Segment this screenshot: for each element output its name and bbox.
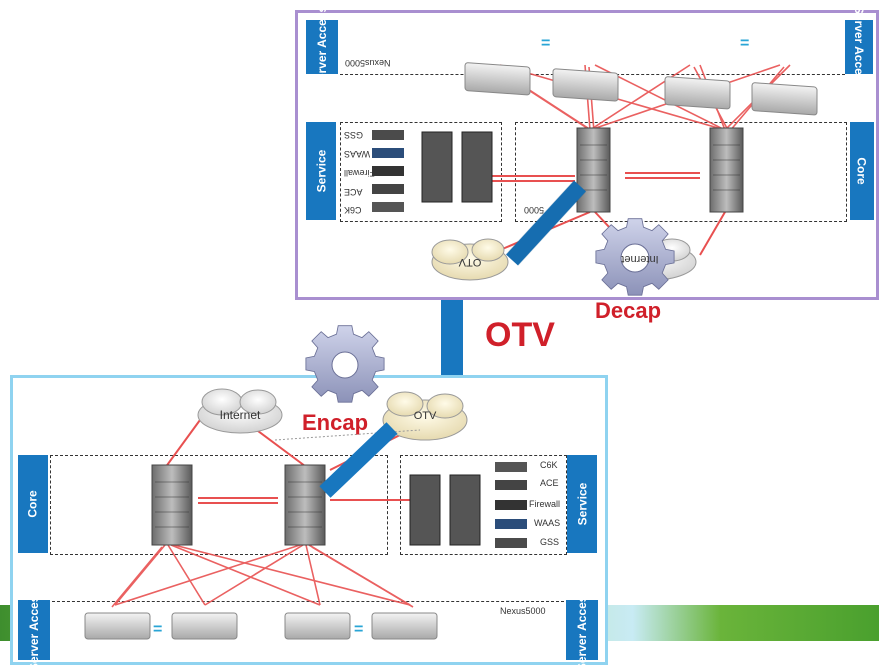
bottom-core-chassis bbox=[151, 464, 326, 546]
bottom-core-box bbox=[50, 455, 388, 555]
switch-icon bbox=[464, 62, 531, 96]
chassis-icon bbox=[576, 127, 611, 213]
top-server-access-left: Server Access bbox=[306, 6, 338, 88]
decap-label: Decap bbox=[595, 298, 662, 323]
switch-icon bbox=[371, 612, 438, 640]
bottom-server-access-left: Server Access bbox=[18, 589, 50, 671]
bottom-service-label: Service bbox=[567, 455, 597, 553]
top-core-chassis bbox=[576, 127, 744, 213]
bottom-access-dashline bbox=[52, 601, 564, 602]
svg-text:=: = bbox=[740, 35, 749, 52]
switch-icon bbox=[84, 612, 151, 640]
top-internet-cloud-label: Internet bbox=[621, 253, 658, 265]
chassis-icon bbox=[709, 127, 744, 213]
top-service-box bbox=[340, 122, 502, 222]
top-core-box bbox=[515, 122, 847, 222]
cloud-icon bbox=[431, 238, 509, 281]
switch-icon bbox=[171, 612, 238, 640]
top-otv-diagonal bbox=[506, 180, 586, 266]
bottom-service-item-0: C6K bbox=[540, 460, 558, 470]
top-server-access-right: Server Access bbox=[845, 6, 873, 88]
top-service-label: Service bbox=[306, 122, 336, 220]
switch-icon bbox=[284, 612, 351, 640]
top-access-links bbox=[489, 64, 791, 133]
chassis-icon bbox=[284, 464, 326, 546]
otv-link-vertical bbox=[441, 298, 463, 378]
bottom-service-servers bbox=[409, 462, 527, 548]
bottom-internet-cloud-label: Internet bbox=[220, 408, 261, 422]
switch-icon bbox=[751, 82, 818, 116]
switch-icon bbox=[664, 76, 731, 110]
bottom-service-item-1: ACE bbox=[540, 478, 559, 488]
gear-icon bbox=[305, 325, 385, 403]
bottom-service-box bbox=[400, 455, 567, 555]
top-otv-cloud-label: OTV bbox=[458, 256, 481, 268]
server-icon bbox=[409, 474, 441, 546]
server-icon bbox=[421, 131, 453, 203]
switch-icon bbox=[552, 68, 619, 102]
cloud-icon bbox=[197, 388, 283, 434]
svg-text:=: = bbox=[541, 35, 550, 52]
encap-label: Encap bbox=[302, 410, 369, 435]
server-icon bbox=[461, 131, 493, 203]
bottom-otv-cloud-label: OTV bbox=[414, 410, 437, 422]
bottom-access-links bbox=[111, 544, 414, 608]
server-icon bbox=[449, 474, 481, 546]
top-core-label: Core bbox=[850, 122, 874, 220]
bottom-service-item-2: Firewall bbox=[529, 499, 561, 509]
bottom-nexus-switches: = = bbox=[84, 612, 438, 640]
cloud-icon bbox=[382, 391, 468, 441]
bottom-core-label: Core bbox=[18, 455, 48, 553]
otv-label: OTV bbox=[485, 316, 555, 354]
top-nexus-switches: = = bbox=[464, 35, 818, 116]
bottom-otv-diagonal bbox=[319, 422, 398, 498]
bottom-nexus-label: Nexus5000 bbox=[500, 606, 546, 616]
svg-text:=: = bbox=[153, 621, 162, 638]
svg-text:=: = bbox=[354, 621, 363, 638]
gear-icon bbox=[595, 218, 675, 296]
bottom-service-item-3: WAAS bbox=[534, 518, 561, 528]
bottom-server-access-right: Server Access bbox=[566, 589, 598, 671]
bottom-service-item-4: GSS bbox=[540, 537, 560, 547]
chassis-icon bbox=[151, 464, 193, 546]
top-service-servers bbox=[372, 130, 493, 212]
